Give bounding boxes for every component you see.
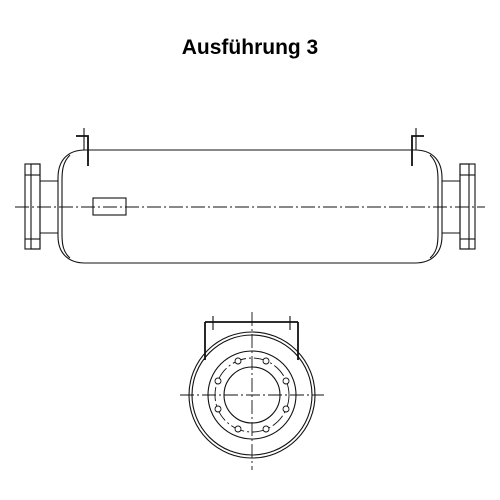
bolt-hole xyxy=(234,425,242,433)
bolt-hole xyxy=(262,425,270,433)
end-view-top-nozzle xyxy=(204,316,299,360)
bolt-hole xyxy=(234,357,242,365)
left-end-flange xyxy=(24,163,58,250)
side-elevation-view xyxy=(15,128,485,264)
drawing-title: Ausführung 3 xyxy=(181,36,319,59)
left-top-nozzle xyxy=(76,128,89,166)
bolt-holes xyxy=(214,357,290,433)
end-view xyxy=(180,312,324,470)
right-top-nozzle xyxy=(411,128,424,166)
right-end-flange xyxy=(442,163,476,250)
nameplate xyxy=(92,197,127,216)
bolt-hole xyxy=(282,405,290,413)
bolt-hole xyxy=(262,357,270,365)
bolt-hole xyxy=(214,377,222,385)
bolt-hole xyxy=(214,405,222,413)
bolt-hole xyxy=(282,377,290,385)
vessel-shell xyxy=(57,149,443,264)
